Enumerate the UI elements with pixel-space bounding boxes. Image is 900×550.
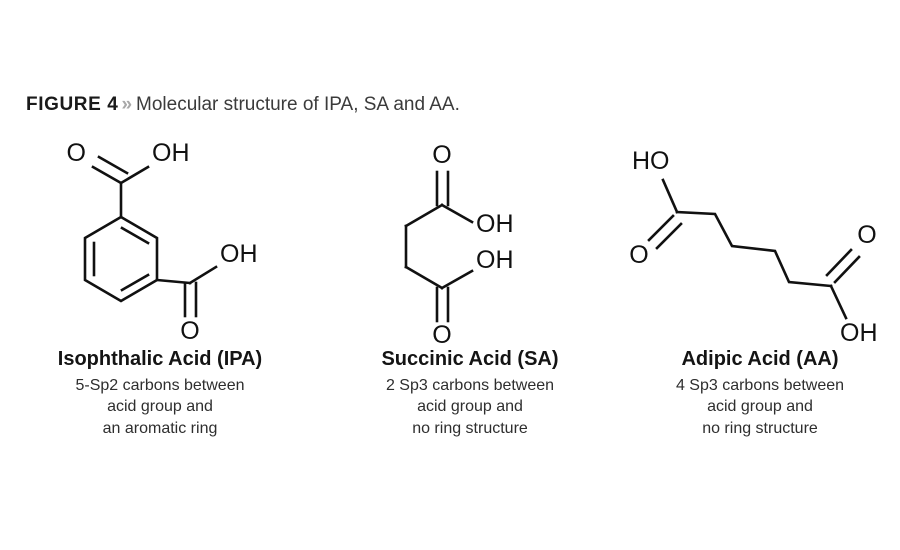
- benzene-ring-hexagon: [83, 215, 159, 303]
- molecule-description-line-2: acid group and: [417, 398, 523, 416]
- molecule-panel-aa: HO O O OH Adipic Acid (AA) 4 Sp3 carbons…: [620, 136, 900, 466]
- molecule-description-line-3: no ring structure: [412, 419, 528, 437]
- molecule-description-line-2: acid group and: [707, 398, 813, 416]
- ipa-skeletal-formula: O OH OH O: [67, 139, 258, 345]
- molecule-name-sa: Succinic Acid (SA): [381, 348, 559, 370]
- bond-c-oh-right: [829, 284, 848, 320]
- molecule-panels: O OH OH O Isophthalic Acid (IPA): [0, 136, 900, 466]
- structure-diagram-ipa: O OH OH O: [0, 136, 320, 348]
- molecule-description-line-3: an aromatic ring: [102, 419, 218, 437]
- bond-c-oh-upper: [119, 165, 150, 185]
- structure-diagram-aa: HO O O OH: [620, 136, 900, 348]
- figure-header: FIGURE 4»Molecular structure of IPA, SA …: [26, 95, 460, 114]
- bond-carbonyl-left-double-b: [655, 222, 683, 250]
- bond-chain-1: [404, 203, 444, 228]
- bond-c-ho-left: [661, 178, 679, 214]
- molecule-panel-sa: O OH OH O Succinic Acid (SA) 2: [320, 136, 620, 466]
- bond-c-oh-bottom: [440, 269, 474, 290]
- atom-label-oh-top: OH: [476, 210, 514, 238]
- chevron-double-right-icon: »: [121, 94, 133, 115]
- caption-sa: Succinic Acid (SA) 2 Sp3 carbons between…: [320, 348, 620, 439]
- sa-skeletal-formula: O OH OH O: [404, 141, 514, 349]
- atom-label-o-left: O: [629, 241, 648, 269]
- bond-carbonyl-left-double-a: [647, 214, 675, 242]
- molecule-description-line-1: 5-Sp2 carbons between: [75, 377, 245, 394]
- atom-label-o-upper: O: [67, 139, 86, 167]
- atom-label-oh-bottom: OH: [476, 246, 514, 274]
- bond-c-oh-lower: [188, 265, 218, 285]
- bond-c-oh-top: [440, 203, 474, 224]
- atom-label-oh-upper: OH: [152, 139, 190, 167]
- aromatic-inner-bond-3: [120, 273, 150, 292]
- caption-ipa: Isophthalic Acid (IPA) 5-Sp2 carbons bet…: [0, 348, 320, 439]
- molecule-description-line-1: 4 Sp3 carbons between: [675, 377, 845, 394]
- bond-carbonyl-right-double-a: [833, 255, 861, 284]
- atom-label-o-right: O: [857, 221, 876, 249]
- aromatic-inner-bond-1: [120, 226, 150, 245]
- molecule-description-line-3: no ring structure: [702, 419, 818, 437]
- molecule-description-line-2: acid group and: [107, 398, 213, 416]
- molecule-name-ipa: Isophthalic Acid (IPA): [57, 348, 263, 370]
- figure-title: Molecular structure of IPA, SA and AA.: [136, 94, 460, 115]
- bond-carbonyl-double-b: [97, 155, 129, 175]
- atom-label-ho-left: HO: [632, 147, 670, 175]
- atom-label-o-lower: O: [180, 317, 199, 345]
- bond-carbonyl-right-double-b: [825, 248, 853, 277]
- molecule-description-line-1: 2 Sp3 carbons between: [385, 377, 555, 394]
- atom-label-o-top: O: [432, 141, 451, 169]
- figure-number-label: FIGURE 4: [26, 94, 119, 115]
- molecule-name-aa: Adipic Acid (AA): [681, 348, 839, 370]
- caption-aa: Adipic Acid (AA) 4 Sp3 carbons between a…: [620, 348, 900, 439]
- aa-carbon-chain: [675, 210, 833, 288]
- structure-diagram-sa: O OH OH O: [320, 136, 620, 349]
- bond-carbonyl-double-a: [91, 165, 123, 185]
- aa-skeletal-formula: HO O O OH: [629, 147, 878, 347]
- atom-label-oh-right: OH: [840, 319, 878, 347]
- molecule-panel-ipa: O OH OH O Isophthalic Acid (IPA): [0, 136, 320, 466]
- bond-chain-3: [404, 265, 444, 290]
- atom-label-oh-lower: OH: [220, 240, 258, 268]
- atom-label-o-bottom: O: [432, 321, 451, 349]
